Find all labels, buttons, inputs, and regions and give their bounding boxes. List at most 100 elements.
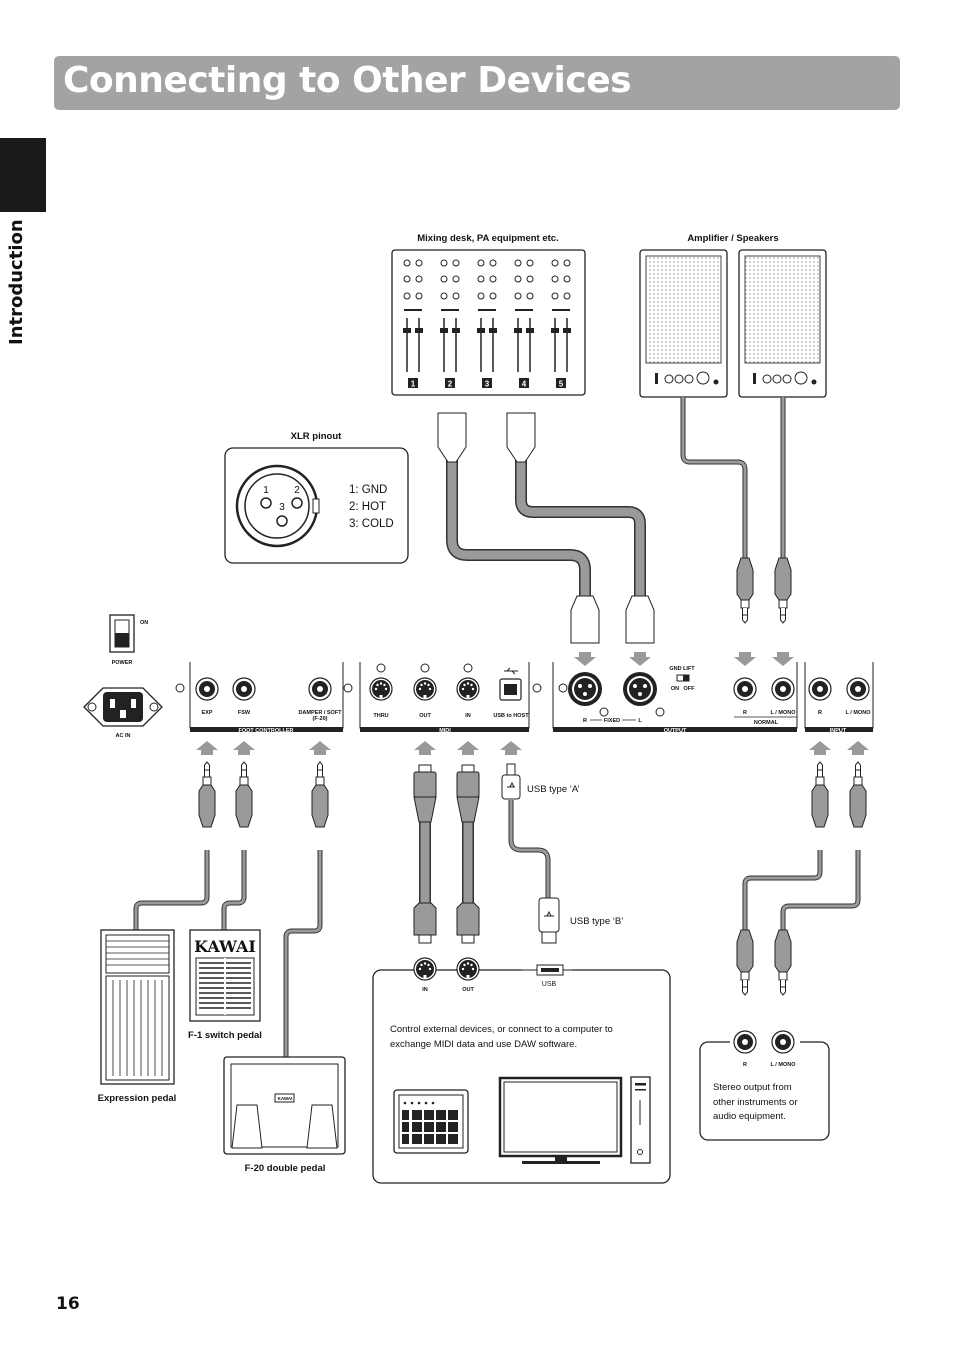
speaker-right (738, 249, 827, 398)
jack-fsw[interactable] (232, 677, 256, 701)
panel-output-arrows (196, 741, 869, 755)
xlr-plugs-top (437, 412, 655, 644)
mixing-desk: 1 2 3 4 5 (391, 249, 586, 396)
midi-plugs (413, 764, 480, 944)
midi-thru-socket[interactable] (369, 677, 393, 701)
mixer-channel-number: 5 (559, 380, 564, 389)
input-jack-r-label: R (818, 710, 822, 716)
midi-section-label: MIDI (439, 728, 451, 734)
stereo-box-r-label: R (743, 1062, 747, 1068)
midi-out-label: OUT (419, 713, 431, 719)
midi-out-socket[interactable] (413, 677, 437, 701)
foot-controller-label: FOOT CONTROLLER (239, 728, 294, 734)
output-xlr-r-label: R (583, 718, 587, 724)
mixer-channel-4: 4 (514, 259, 534, 389)
input-jack-r[interactable] (808, 677, 832, 701)
input-jack-l-label: L / MONO (846, 710, 872, 716)
page-number: 16 (56, 1294, 80, 1314)
output-normal-label: NORMAL (754, 720, 779, 726)
speaker-jack-plugs (736, 557, 792, 624)
stereo-box-l-label: L / MONO (771, 1062, 797, 1068)
xlr-output-l-socket[interactable] (623, 672, 657, 706)
input-cables (742, 850, 861, 935)
mixer-channel-3: 3 (477, 259, 497, 389)
f1-brand-logo: KAWAI (194, 937, 256, 956)
speaker-jack-cables (680, 397, 786, 565)
foot-controller-section (175, 662, 353, 732)
midi-box-in-socket[interactable] (413, 957, 437, 981)
midi-thru-label: THRU (373, 713, 388, 719)
stereo-box-jack-l[interactable] (771, 1030, 795, 1054)
f20-brand-logo: KAWAI (278, 1096, 293, 1101)
jack-exp-label: EXP (201, 710, 212, 716)
midi-box-out-socket[interactable] (456, 957, 480, 981)
usb-cable (508, 800, 551, 900)
speakers-label: Amplifier / Speakers (687, 233, 778, 244)
output-jack-l-mono[interactable] (771, 677, 795, 701)
gnd-lift-switch[interactable] (676, 674, 690, 682)
jack-plug-panel-4 (849, 761, 867, 828)
mixer-channel-number: 1 (411, 380, 416, 389)
speaker-left (639, 249, 728, 398)
usb-type-a-label: USB type ‘A’ (527, 784, 580, 795)
xlr-pin-number-3: 3 (279, 502, 285, 513)
title-bar: Connecting to Other Devices (54, 56, 900, 110)
page-title: Connecting to Other Devices (63, 60, 632, 101)
jack-plug-source-l (774, 929, 792, 996)
xlr-pin-1: 1: GND (349, 484, 387, 496)
mixer-channel-number: 4 (522, 380, 527, 389)
jack-plug-panel-3 (811, 761, 829, 828)
jack-plug-source-r (736, 929, 754, 996)
xlr-pin-3: 3: COLD (349, 518, 394, 530)
mixer-channel-5: 5 (551, 259, 571, 389)
xlr-pin-2: 2: HOT (349, 501, 386, 513)
xlr-output-r-socket[interactable] (568, 672, 602, 706)
f20-pedal-label: F-20 double pedal (245, 1163, 326, 1174)
f1-switch-pedal (189, 929, 261, 1022)
jack-plug-speaker-r (736, 557, 754, 624)
midi-in-socket[interactable] (456, 677, 480, 701)
jack-plug-speaker-l (774, 557, 792, 624)
output-xlr-l-label: L (638, 718, 642, 724)
power-switch[interactable] (109, 614, 135, 653)
gnd-lift-label: GND LIFT (669, 666, 695, 672)
midi-cables (419, 820, 474, 905)
jack-damper-soft[interactable] (308, 677, 332, 701)
output-jack-r-label: R (743, 710, 747, 716)
jack-plug-panel-2 (311, 761, 329, 828)
mixer-channel-number: 2 (448, 380, 453, 389)
stereo-source-box (699, 1036, 830, 1141)
bottom-jack-plugs (198, 761, 867, 996)
output-jack-r[interactable] (733, 677, 757, 701)
f20-double-pedal (223, 1056, 346, 1155)
usb-plugs (501, 763, 560, 944)
xlr-pin-number-2: 2 (294, 485, 300, 496)
usb-symbol-icon (504, 667, 518, 675)
usb-to-host-label: USB to HOST (493, 713, 529, 719)
output-section-label: OUTPUT (664, 728, 687, 734)
input-section-label: INPUT (830, 728, 847, 734)
jack-fsw-label: FSW (238, 710, 251, 716)
input-jack-l-mono[interactable] (846, 677, 870, 701)
jack-damper-sub-label: (F-20) (313, 716, 328, 722)
stereo-box-text-1: Stereo output from (713, 1082, 792, 1093)
power-label: POWER (112, 660, 133, 666)
output-section (552, 662, 798, 732)
midi-box-description-1: Control external devices, or connect to … (390, 1024, 613, 1035)
stereo-box-jack-r[interactable] (733, 1030, 757, 1054)
section-tab-block (0, 138, 46, 212)
gnd-lift-off-label: OFF (684, 686, 696, 692)
mixing-desk-label: Mixing desk, PA equipment etc. (417, 233, 558, 244)
xlr-cables (446, 460, 646, 600)
stereo-box-text-2: other instruments or (713, 1097, 797, 1108)
usb-to-host-port[interactable] (499, 678, 522, 701)
midi-box-in-label: IN (422, 987, 428, 993)
stereo-box-text-3: audio equipment. (713, 1111, 786, 1122)
output-fixed-label: FIXED (604, 718, 620, 724)
panel-input-arrows (574, 652, 794, 666)
midi-device-box (372, 964, 671, 1184)
jack-exp[interactable] (195, 677, 219, 701)
mixer-channel-1: 1 (403, 259, 423, 389)
expression-pedal-label: Expression pedal (98, 1093, 177, 1104)
